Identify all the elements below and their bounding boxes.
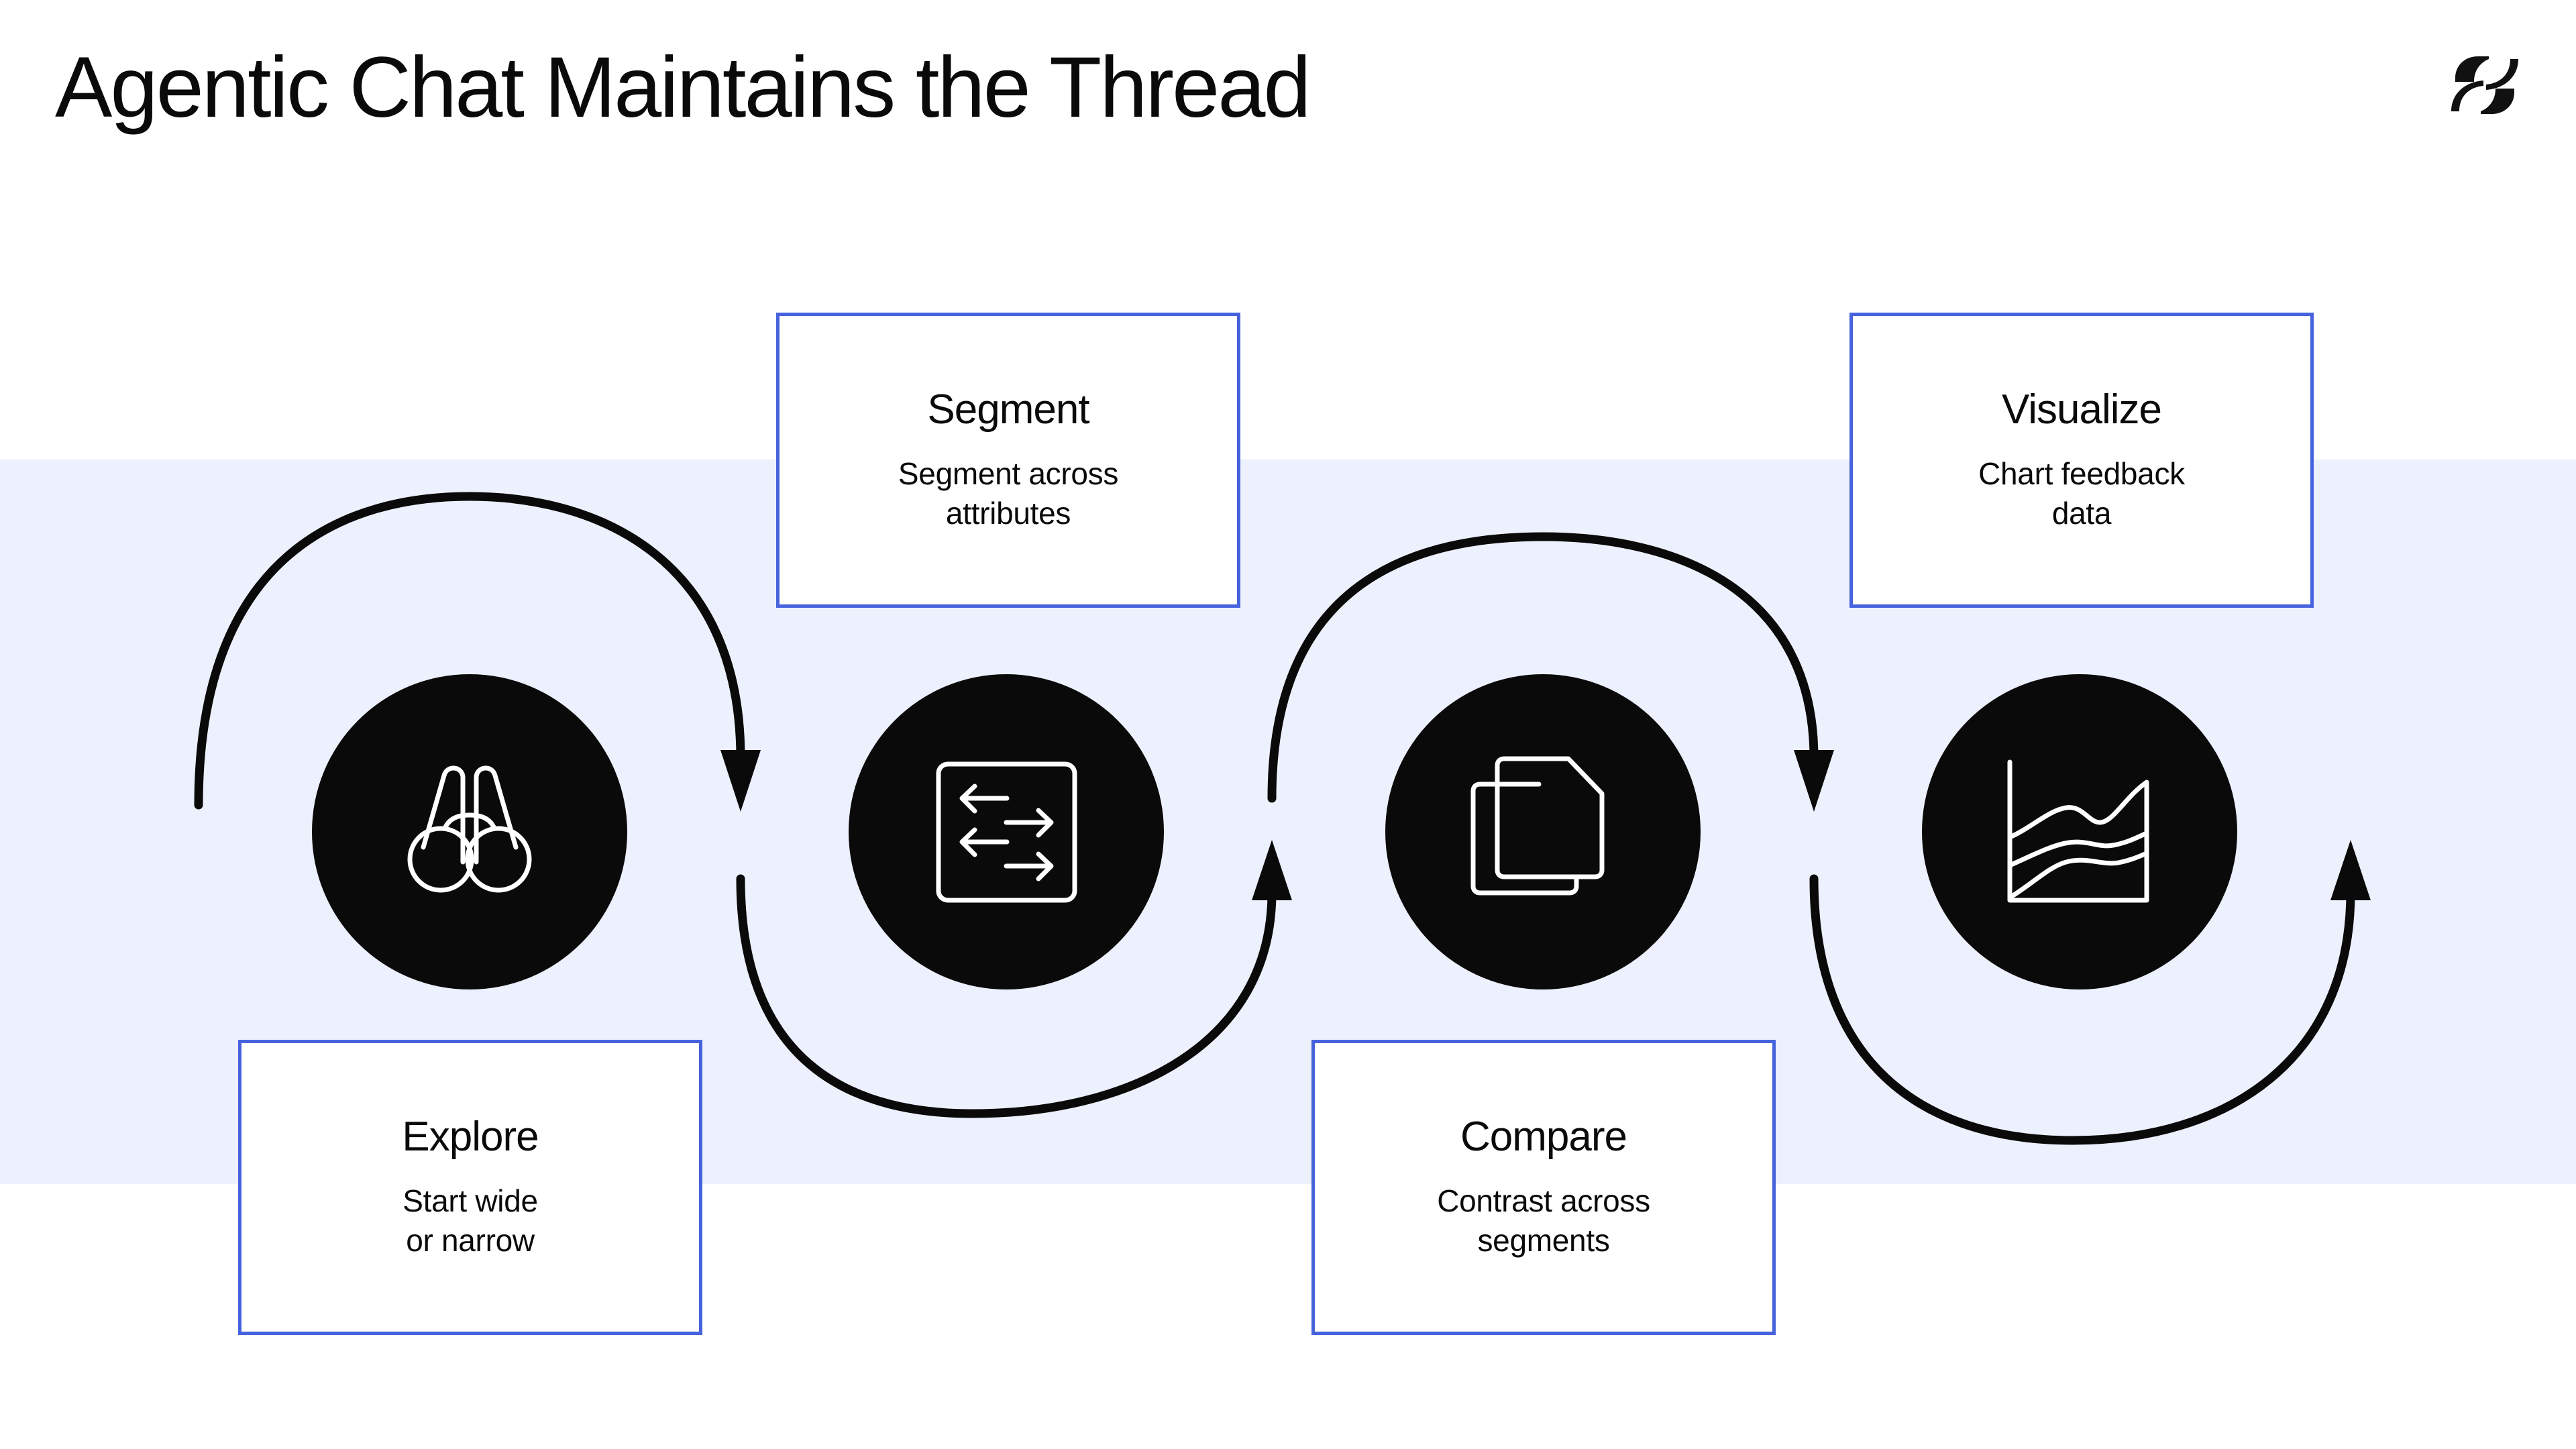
step-icon-circle-compare[interactable] bbox=[1385, 674, 1701, 989]
step-description-compare: Contrast across segments bbox=[1437, 1183, 1650, 1258]
step-title-visualize: Visualize bbox=[2001, 386, 2162, 433]
stacked-documents-icon bbox=[1470, 756, 1605, 896]
page-title: Agentic Chat Maintains the Thread bbox=[55, 40, 1311, 136]
step-description-segment: Segment across attributes bbox=[898, 456, 1119, 531]
step-icon-circle-visualize[interactable] bbox=[1922, 674, 2237, 989]
step-card-explore[interactable]: Explore Start wide or narrow bbox=[238, 1040, 702, 1335]
step-card-segment[interactable]: Segment Segment across attributes bbox=[776, 313, 1240, 608]
step-description-visualize: Chart feedback data bbox=[1978, 456, 2185, 531]
step-title-explore: Explore bbox=[402, 1114, 539, 1161]
step-title-compare: Compare bbox=[1460, 1114, 1627, 1161]
step-card-visualize[interactable]: Visualize Chart feedback data bbox=[1849, 313, 2314, 608]
line-chart-icon bbox=[2007, 759, 2149, 903]
step-title-segment: Segment bbox=[927, 386, 1089, 433]
step-icon-circle-explore[interactable] bbox=[312, 674, 627, 989]
step-description-explore: Start wide or narrow bbox=[402, 1183, 538, 1258]
step-card-compare[interactable]: Compare Contrast across segments bbox=[1311, 1040, 1776, 1335]
binoculars-icon bbox=[407, 765, 532, 893]
split-arrows-box-icon bbox=[936, 761, 1077, 902]
brand-logo-icon bbox=[2449, 52, 2521, 118]
step-icon-circle-segment[interactable] bbox=[849, 674, 1164, 989]
